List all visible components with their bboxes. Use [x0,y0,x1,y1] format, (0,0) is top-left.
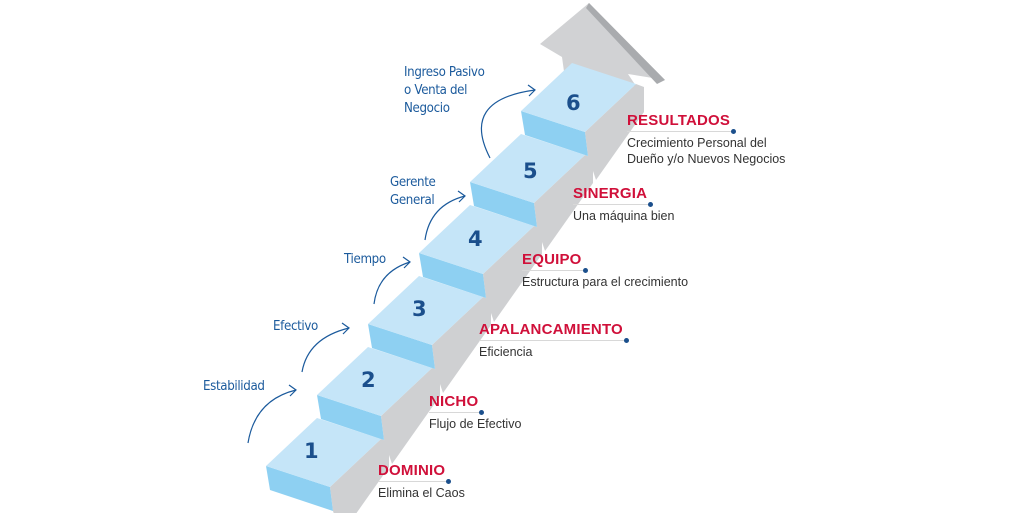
step-number-5: 5 [523,159,538,183]
step-label-2: NICHO Flujo de Efectivo [429,393,521,432]
step-side-edge [483,226,542,322]
step-title: RESULTADOS [627,112,737,134]
up-arrow-shadow [586,3,665,84]
step-top [521,63,636,132]
step-title-text: APALANCAMIENTO [479,321,623,338]
description-line: Crecimiento Personal del [627,136,767,150]
step-top [419,205,534,274]
bullet-dot [446,479,452,484]
bullet-dot [479,410,485,415]
step-title-text: EQUIPO [522,251,582,268]
step-label-4: EQUIPO Estructura para el crecimiento [522,251,688,290]
bullet-dot [731,129,737,134]
curved-arrow-icon [480,89,536,159]
step-riser [266,466,333,511]
curved-arrow-icon [247,389,297,444]
step-riser [419,253,486,298]
step-description: Una máquina bien [573,209,675,223]
step-title-text: NICHO [429,393,479,410]
bullet-dot [582,268,588,273]
step-side-edge [534,155,593,251]
step-side-edge [330,439,389,513]
step-top [470,134,585,203]
curved-arrow-icon [424,195,466,241]
step-title-text: DOMINIO [378,462,446,479]
step-title: DOMINIO [378,462,452,484]
step-label-3: APALANCAMIENTO Eficiencia [479,321,629,360]
arrowhead-icon [288,384,297,397]
step-title-text: SINERGIA [573,185,648,202]
step-label-1: DOMINIO Elimina el Caos [378,462,465,501]
arrowhead-icon [341,322,350,335]
step-number-2: 2 [361,368,376,392]
transition-line: Negocio [404,100,450,116]
step-riser [521,111,588,156]
transition-efectivo: Efectivo [273,318,318,334]
step-number-1: 1 [304,439,319,463]
arrowhead-icon [402,256,411,269]
curved-arrow-icon [301,327,350,373]
step-title: NICHO [429,393,485,415]
bullet-dot [648,202,654,207]
step-riser [317,395,384,440]
description-line: Dueño y/o Nuevos Negocios [627,152,786,166]
step-top [368,276,483,345]
step-top [317,347,432,416]
step-top [266,418,381,487]
transition-tiempo: Tiempo [344,251,386,267]
step-title: SINERGIA [573,185,654,207]
step-description: Flujo de Efectivo [429,417,522,431]
step-title-text: RESULTADOS [627,112,731,129]
step-side-edge [432,297,491,393]
transition-line: Gerente [390,174,436,190]
step-riser [368,324,435,369]
step-title: EQUIPO [522,251,588,273]
bullet-dot [623,338,629,343]
arrowhead-icon [527,84,536,97]
step-description: Estructura para el crecimiento [522,275,689,289]
step-number-6: 6 [566,91,581,115]
step-description: Eficiencia [479,345,533,359]
step-title: APALANCAMIENTO [479,321,629,343]
step-number-3: 3 [412,297,427,321]
transition-estabilidad: Estabilidad [203,378,265,394]
step-number-4: 4 [468,227,483,251]
transition-line: General [390,192,435,208]
step-label-5: SINERGIA Una máquina bien [573,185,674,224]
step-side-edge [585,84,644,180]
transition-line: Ingreso Pasivo [404,64,485,80]
curved-arrow-icon [373,261,411,305]
arrowhead-icon [457,190,466,203]
step-side-edge [381,368,440,464]
step-riser [470,182,537,227]
transition-line: o Venta del [404,82,468,98]
step-description: Elimina el Caos [378,486,465,500]
